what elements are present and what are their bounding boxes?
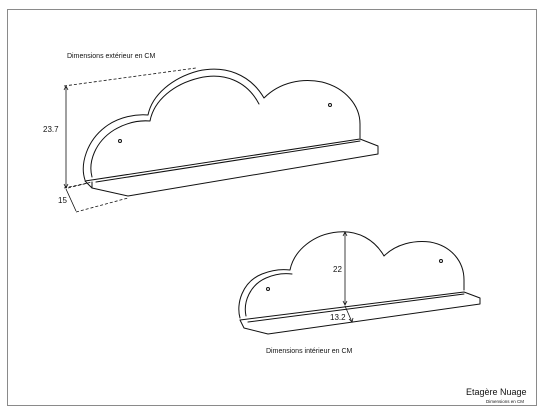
exterior-depth-line (65, 188, 77, 212)
interior-caption: Dimensions intérieur en CM (266, 348, 353, 355)
exterior-shelf-top (84, 138, 379, 197)
exterior-depth-ext-a (67, 181, 93, 189)
interior-cloud-shelf (238, 231, 481, 335)
exterior-mount-hole-right (328, 103, 332, 107)
exterior-depth-label: 15 (58, 196, 67, 205)
exterior-height-label: 23.7 (43, 125, 59, 134)
interior-depth-line (344, 305, 353, 323)
exterior-mount-hole-left (118, 139, 122, 143)
exterior-height-arrow-top (63, 85, 69, 91)
interior-shelf-top (239, 291, 481, 335)
title-block-title: Etagère Nuage (466, 387, 527, 397)
exterior-cloud-shelf (82, 68, 379, 197)
exterior-depth-ext-b (75, 197, 129, 213)
interior-mount-hole-right (439, 259, 443, 263)
interior-depth-label: 13.2 (330, 313, 346, 322)
interior-depth-arrow (348, 317, 354, 323)
exterior-caption: Dimensions extérieur en CM (67, 53, 156, 60)
exterior-cloud-panel-outline (82, 68, 361, 181)
interior-height-arrow-bottom (342, 300, 348, 306)
exterior-cloud-panel-inner (90, 75, 260, 178)
exterior-height-arrow-bottom (63, 183, 69, 189)
drawing-frame (7, 9, 537, 406)
title-block-subtitle: Dimensions en CM (486, 399, 525, 404)
exterior-dimension-lines (63, 67, 197, 213)
interior-mount-hole-left (266, 287, 270, 291)
exterior-shelf-back-edge (95, 140, 361, 183)
interior-height-arrow-top (342, 231, 348, 237)
interior-height-label: 22 (333, 265, 342, 274)
exterior-height-ext-top (63, 67, 197, 87)
interior-dimension-lines (342, 231, 354, 323)
interior-cloud-panel-outline (238, 231, 465, 319)
interior-cloud-panel-inner (244, 273, 293, 317)
interior-shelf-back-edge (247, 293, 465, 323)
